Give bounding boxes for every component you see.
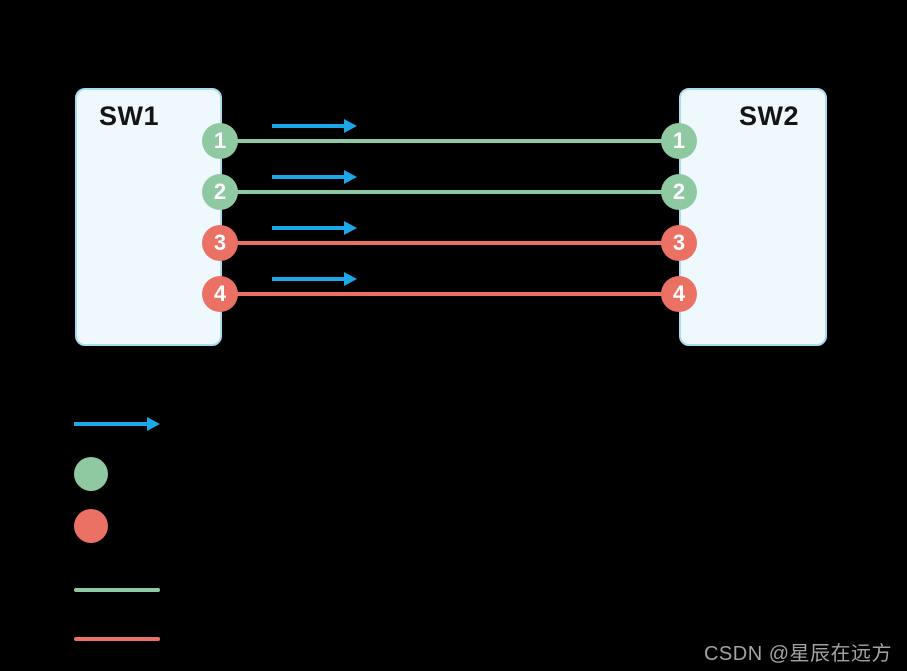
sw2-port-1-badge: 1	[661, 123, 697, 159]
traffic-direction-arrow-icon	[272, 170, 357, 184]
traffic-direction-arrow-icon	[272, 221, 357, 235]
sw2-port-3-badge: 3	[661, 225, 697, 261]
legend-arrow-icon	[74, 417, 160, 431]
legend-red-circle-icon	[74, 509, 108, 543]
sw1-port-2-badge: 2	[202, 174, 238, 210]
link-line-2	[220, 190, 679, 194]
sw1-port-4-badge: 4	[202, 276, 238, 312]
legend-red-line-icon	[74, 637, 160, 641]
link-line-1	[220, 139, 679, 143]
switch-sw2-box: SW2	[679, 88, 827, 346]
csdn-watermark: CSDN @星辰在远方	[703, 643, 892, 665]
sw1-port-3-badge: 3	[202, 225, 238, 261]
switch-sw1-box: SW1	[75, 88, 222, 346]
switch-sw1-label: SW1	[99, 101, 160, 131]
link-line-4	[220, 292, 679, 296]
sw1-port-1-badge: 1	[202, 123, 238, 159]
sw2-port-2-badge: 2	[661, 174, 697, 210]
sw2-port-4-badge: 4	[661, 276, 697, 312]
legend-green-circle-icon	[74, 457, 108, 491]
traffic-direction-arrow-icon	[272, 272, 357, 286]
link-line-3	[220, 241, 679, 245]
switch-sw2-label: SW2	[738, 101, 799, 131]
legend-green-line-icon	[74, 588, 160, 592]
traffic-direction-arrow-icon	[272, 119, 357, 133]
